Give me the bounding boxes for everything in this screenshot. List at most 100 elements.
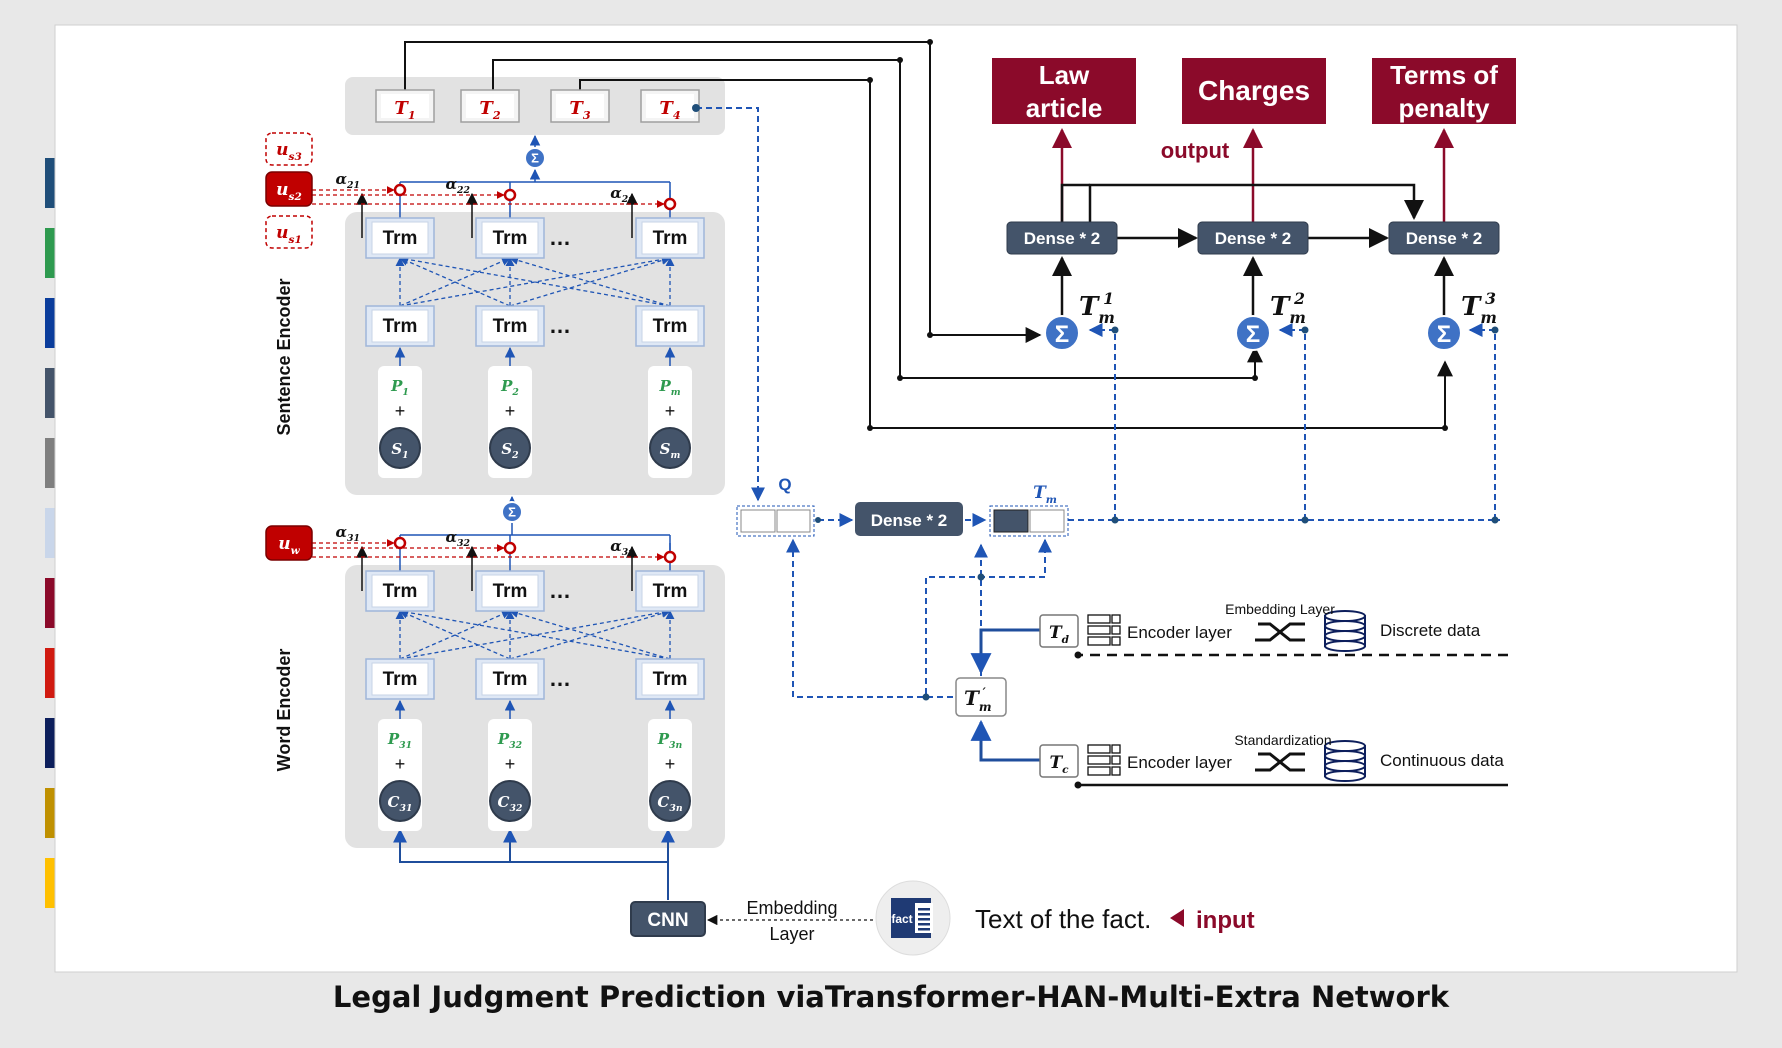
input-token-label: S1 [391, 440, 408, 461]
junction-dot [1074, 651, 1082, 659]
attention-weight-label: α2n [610, 184, 635, 205]
junction-dot [1442, 425, 1448, 431]
fact-document-icon [918, 928, 930, 931]
input-token-circle [379, 780, 421, 822]
junction-dot [867, 425, 873, 431]
encoder-icon [1087, 744, 1111, 754]
output-law-article [992, 58, 1136, 124]
cnn-to-word-1 [393, 828, 669, 900]
word-encoder-self-attention-link [399, 607, 671, 660]
task-vector-label: T3 [569, 98, 590, 122]
junction-dot [922, 693, 930, 701]
word-encoder-trm-upper-inner [371, 574, 429, 608]
junction-dot [692, 104, 700, 112]
database-icon [1324, 770, 1366, 782]
trm-label: Trm [493, 228, 528, 249]
context-vector-label: us1 [276, 223, 302, 246]
encoder-icon [1111, 755, 1121, 765]
word-encoder-attention-node [503, 541, 517, 555]
dense-label: Dense * 2 [871, 511, 948, 530]
ellipsis: … [549, 225, 571, 250]
position-embedding-label: P2 [500, 377, 519, 398]
dense1-to-dense3-skip [1088, 183, 1424, 222]
sentence-encoder-attention-node [503, 188, 517, 202]
encoder-icon [1087, 636, 1111, 646]
task-dense-label: Dense * 2 [1215, 229, 1292, 248]
word-encoder-self-attention-link [399, 607, 671, 660]
output-label: output [1161, 138, 1230, 163]
q-cell [740, 509, 776, 533]
plus-sign: + [395, 401, 406, 421]
T3-route [579, 79, 1453, 429]
attention-weight-label: α3n [610, 537, 635, 558]
database-icon [1324, 620, 1366, 632]
cnn-box [630, 901, 706, 937]
encoder-icon [1111, 614, 1121, 624]
database-icon [1324, 750, 1366, 762]
word-encoder-self-attention-link [399, 610, 511, 660]
task-vector-box-inner [381, 94, 429, 118]
junction-dot [897, 375, 903, 381]
cnn-label: CNN [647, 910, 688, 931]
junction-dot [1111, 326, 1119, 334]
tc-box-label: Tc [1049, 753, 1069, 776]
position-embedding-label: P32 [497, 730, 523, 751]
task-sum-node [1235, 315, 1271, 351]
task-vector-box-inner [646, 94, 694, 118]
input-arrow-icon [1170, 909, 1184, 927]
task-vector-label: T1 [394, 98, 415, 122]
sum-symbol: Σ [1437, 321, 1451, 348]
ellipsis: … [549, 666, 571, 691]
task-tm-label: Tm3 [1461, 289, 1497, 327]
task-vector-label: T4 [659, 98, 680, 122]
junction-dot [1301, 326, 1309, 334]
attention-weight-label: α32 [446, 528, 471, 549]
continuous-data-label: Continuous data [1380, 751, 1504, 770]
sentence-encoder-label: Sentence Encoder [274, 278, 294, 435]
q-label: Q [778, 475, 791, 494]
encoder-icon [1111, 625, 1121, 635]
word-encoder-panel [345, 565, 725, 848]
position-embedding-label: P1 [390, 377, 409, 398]
plus-sign: + [505, 754, 516, 774]
word-encoder-trm-lower-inner [481, 662, 539, 696]
td-box [1039, 614, 1079, 648]
encoder-icon [1111, 744, 1121, 754]
embedding-layer-label: Embedding Layer [1225, 601, 1335, 617]
junction-dot [1301, 516, 1309, 524]
fact-icon-label: fact [891, 912, 912, 926]
junction-dot [1074, 781, 1082, 789]
ellipsis: … [549, 313, 571, 338]
encoder-icon [1087, 755, 1111, 765]
junction-dot [867, 77, 873, 83]
skip-path-start [1060, 183, 1090, 222]
transform-icon [1255, 622, 1305, 642]
sentence-encoder-panel [345, 212, 725, 495]
plus-sign: + [395, 754, 406, 774]
encoder-icon [1111, 636, 1121, 646]
tm-cell [1029, 509, 1065, 533]
input-token-circle [649, 427, 691, 469]
sentence-encoder-self-attention-link [399, 257, 511, 307]
sentence-encoder-attention-node [663, 197, 677, 211]
tc-box [1039, 744, 1079, 778]
plus-sign: + [665, 401, 676, 421]
plus-sign: + [665, 754, 676, 774]
trm-label: Trm [383, 228, 418, 249]
transform-icon [1255, 752, 1305, 772]
output-law-article-label: Law [1039, 60, 1090, 90]
fact-document-icon [918, 913, 930, 916]
input-label: input [1196, 907, 1255, 934]
trm-label: Trm [383, 581, 418, 602]
trm-label: Trm [493, 669, 528, 690]
task-vector-box-inner [556, 94, 604, 118]
output-terms-of-penalty-label: Terms of [1390, 60, 1498, 90]
sentence-encoder-attention-node [393, 183, 407, 197]
context-vector-label: uw [278, 534, 300, 557]
sentence-encoder-trm-upper-inner [641, 221, 699, 255]
junction-dot [1491, 516, 1499, 524]
encoder-icon [1087, 614, 1111, 624]
output-terms-of-penalty [1372, 58, 1516, 124]
sentence-encoder-trm-lower-inner [641, 309, 699, 343]
